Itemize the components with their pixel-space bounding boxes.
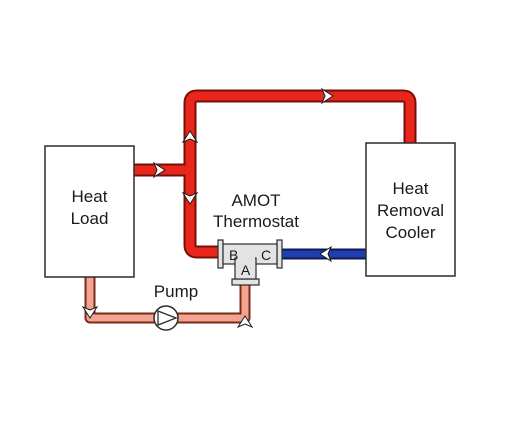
heat-load-box: Heat Load [44, 145, 135, 278]
cooler-label-line1: Heat [393, 179, 429, 198]
flow-arrow-down-icon [181, 191, 199, 205]
heat-load-label-line2: Load [71, 209, 109, 228]
cooler-label-line2: Removal [377, 201, 444, 220]
heat-load-label-line1: Heat [72, 187, 108, 206]
pump-icon [157, 310, 178, 326]
thermostat-label-line1: AMOT [231, 191, 280, 210]
pump-label: Pump [154, 282, 198, 301]
port-b-label: B [229, 247, 238, 263]
flow-arrow-up-icon [181, 130, 199, 144]
cooler-label-line3: Cooler [385, 223, 435, 242]
thermostat-label-line2: Thermostat [213, 212, 299, 231]
amot-thermostat-valve: B C A [217, 239, 283, 286]
flow-arrow-up-icon [236, 315, 254, 329]
flow-arrow-down-icon [81, 305, 99, 319]
flow-arrow-left-icon [319, 245, 333, 263]
heat-removal-cooler-box: Heat Removal Cooler [365, 142, 456, 277]
port-a-label: A [241, 262, 251, 278]
pump [153, 305, 179, 331]
port-c-label: C [261, 247, 271, 263]
flow-arrow-right-icon [152, 161, 166, 179]
flow-arrows [81, 87, 334, 329]
flow-arrow-right-icon [320, 87, 334, 105]
